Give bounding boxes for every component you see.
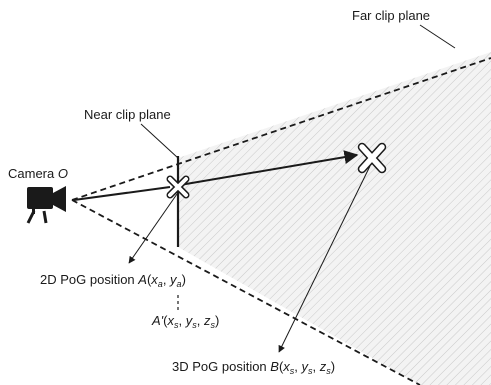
leader-3d-pog	[278, 165, 371, 353]
gaze-ray-to-near-plane	[73, 186, 171, 201]
frustum-hatch	[178, 52, 491, 385]
far-clip-plane-label: Far clip plane	[352, 8, 430, 23]
cross-marker-2d-icon	[166, 175, 190, 199]
leader-far-clip-plane	[419, 24, 456, 49]
leader-2d-pog	[128, 193, 178, 264]
frustum-top-edge	[71, 57, 491, 201]
frustum-bottom-edge	[71, 199, 421, 385]
leader-near-clip-plane	[140, 123, 179, 159]
gaze-ray-to-3d-point	[179, 150, 359, 186]
pog-3d-label: 3D PoG position B(xs, ys, zs)	[172, 359, 335, 376]
cross-marker-3d-icon	[357, 142, 387, 174]
camera-label: Camera O	[8, 166, 68, 181]
pog-2d-label: 2D PoG position A(xa, ya)	[40, 272, 186, 289]
pog-2d-prime-label: A'(xs, ys, zs)	[151, 313, 219, 330]
near-clip-plane-label: Near clip plane	[84, 107, 171, 122]
video-camera-icon	[26, 186, 66, 224]
